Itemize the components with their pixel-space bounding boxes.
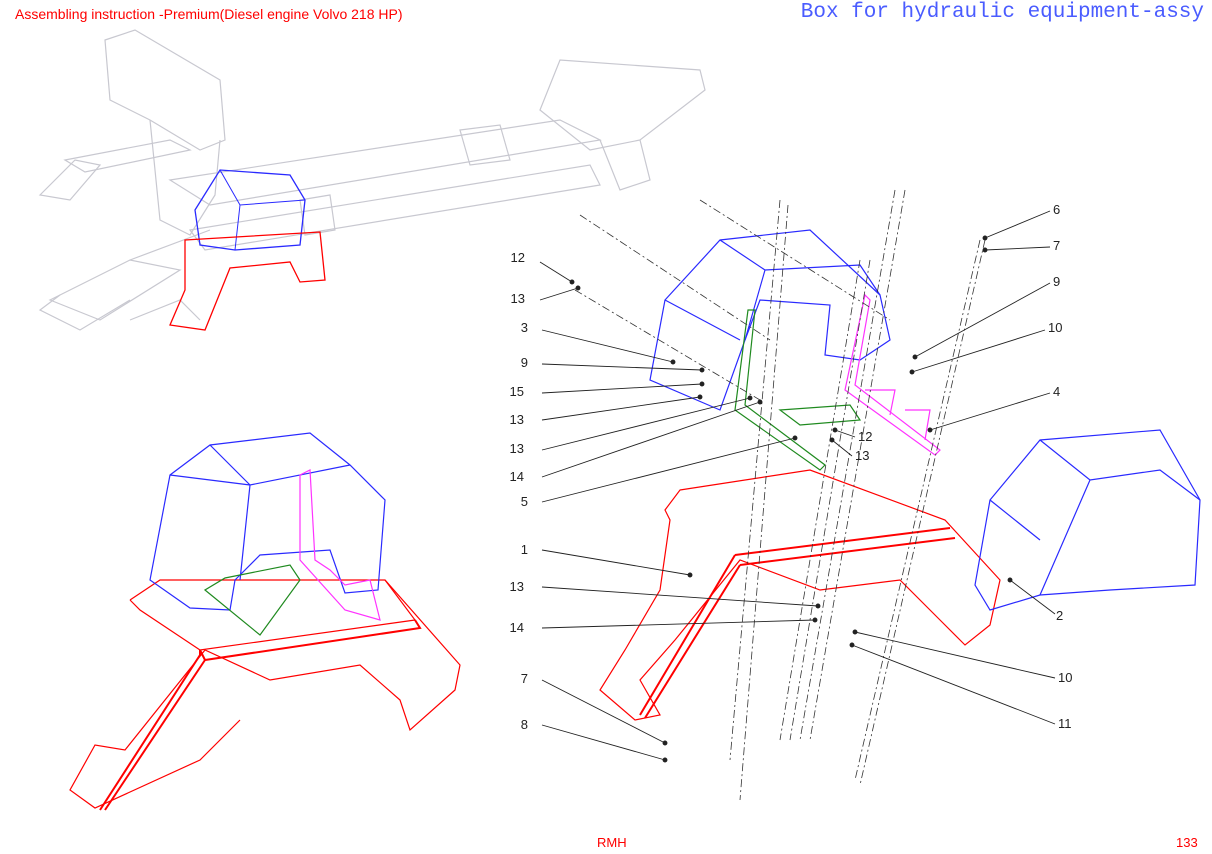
- callout-label: 13: [510, 412, 524, 427]
- callout-label: 9: [1053, 274, 1060, 289]
- callout-leader-line: [541, 724, 666, 761]
- callout-arrowhead: [687, 572, 693, 578]
- callout-leaders: [539, 210, 1056, 763]
- callout-label: 11: [1058, 716, 1072, 731]
- callout-label: 14: [510, 620, 524, 635]
- callout-leader-line: [914, 282, 1051, 358]
- callout-arrowhead: [829, 437, 835, 443]
- callout-arrowhead: [982, 235, 988, 241]
- callout-label: 13: [855, 448, 869, 463]
- callout-label: 15: [510, 384, 524, 399]
- chassis-overview: [38, 29, 706, 331]
- callout-leader-line: [541, 397, 751, 451]
- callout-label: 7: [1053, 238, 1060, 253]
- callout-leader-line: [541, 363, 703, 371]
- callout-label: 10: [1058, 670, 1072, 685]
- callout-leader-line: [984, 210, 1051, 239]
- callout-label: 13: [510, 441, 524, 456]
- callout-arrowhead: [670, 359, 676, 365]
- callout-leader-line: [984, 246, 1051, 251]
- callout-arrowhead: [569, 279, 575, 285]
- callout-arrowhead: [757, 399, 763, 405]
- callout-label: 5: [521, 494, 528, 509]
- callout-arrowhead: [699, 367, 705, 373]
- callout-leader-line: [541, 619, 816, 629]
- callout-arrowhead: [852, 629, 858, 635]
- callout-arrowhead: [982, 247, 988, 253]
- callout-arrowhead: [747, 395, 753, 401]
- callout-arrowhead: [662, 757, 668, 763]
- callout-leader-line: [541, 401, 761, 478]
- callout-leader-line: [854, 631, 1056, 679]
- callout-label: 3: [521, 320, 528, 335]
- callout-leader-line: [834, 429, 856, 438]
- callout-arrowhead: [699, 381, 705, 387]
- callout-label: 10: [1048, 320, 1062, 335]
- exploded-view: [574, 189, 1201, 801]
- callout-arrowhead: [1007, 577, 1013, 583]
- callout-leader-line: [541, 679, 666, 744]
- callout-arrowhead: [575, 285, 581, 291]
- callout-leader-line: [541, 586, 819, 607]
- assembled-view: [69, 432, 461, 811]
- callout-arrowhead: [812, 617, 818, 623]
- callout-arrowhead: [909, 369, 915, 375]
- callout-arrowhead: [927, 427, 933, 433]
- callout-label: 7: [521, 671, 528, 686]
- callout-label: 13: [511, 291, 525, 306]
- callout-labels: 12 13 3 9 15 13 13 14 5 1 13 14 7 8 6 7 9 10 4 12 13 2 10 11: [510, 202, 1073, 732]
- callout-label: 6: [1053, 202, 1060, 217]
- callout-arrowhead: [832, 427, 838, 433]
- callout-leader-line: [539, 261, 573, 283]
- callout-leader-line: [1009, 579, 1056, 615]
- callout-leader-line: [541, 329, 674, 363]
- callout-leader-line: [911, 329, 1046, 373]
- section-title: Box for hydraulic equipment-assy: [800, 1, 1204, 24]
- callout-label: 4: [1053, 384, 1060, 399]
- callout-arrowhead: [662, 740, 668, 746]
- callout-arrowhead: [792, 435, 798, 441]
- footer-author: RMH: [597, 835, 627, 850]
- callout-label: 9: [521, 355, 528, 370]
- callout-label: 8: [521, 717, 528, 732]
- callout-label: 2: [1056, 608, 1063, 623]
- callout-leader-line: [541, 549, 691, 576]
- callout-arrowhead: [815, 603, 821, 609]
- callout-leader-line: [539, 287, 579, 301]
- callout-label: 12: [511, 250, 525, 265]
- callout-arrowhead: [849, 642, 855, 648]
- callout-arrowhead: [697, 394, 703, 400]
- callout-label: 13: [510, 579, 524, 594]
- callout-arrowhead: [912, 354, 918, 360]
- callout-leader-line: [541, 396, 701, 421]
- callout-leader-line: [929, 392, 1051, 431]
- document-title: Assembling instruction -Premium(Diesel e…: [15, 6, 403, 22]
- callout-label: 1: [521, 542, 528, 557]
- callout-label: 14: [510, 469, 524, 484]
- callout-leader-line: [831, 439, 853, 457]
- overview-box: [169, 169, 326, 331]
- callout-leader-line: [541, 383, 703, 394]
- callout-leader-line: [851, 644, 1056, 725]
- callout-leader-line: [541, 437, 796, 503]
- page-number: 133: [1176, 835, 1198, 850]
- callout-label: 12: [858, 429, 872, 444]
